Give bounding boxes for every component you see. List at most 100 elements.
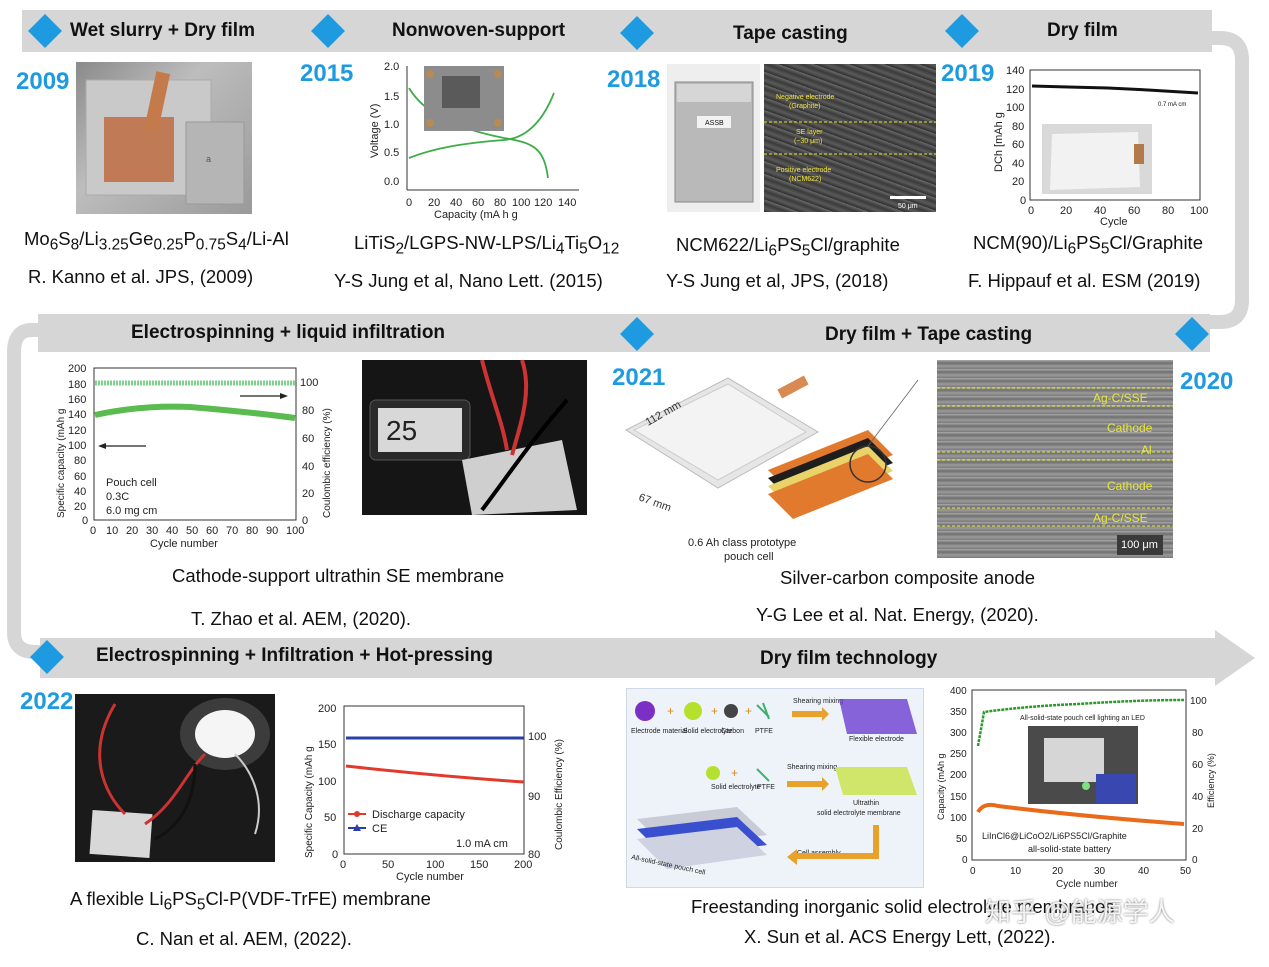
svg-text:+: + xyxy=(745,704,752,718)
tick-label: 60 xyxy=(1192,760,1204,771)
tick-label: 150 xyxy=(950,792,967,803)
legend-text: Pouch cell xyxy=(106,477,157,489)
material-label: Solid electrolyte xyxy=(711,784,761,791)
axis-label: Coulombic Efficiency (%) xyxy=(554,739,565,850)
process-label: Ultrathin xyxy=(853,800,879,807)
tick-label: 2.0 xyxy=(384,61,399,73)
tick-label: 10 xyxy=(1010,866,1022,877)
timeline-connector-left xyxy=(7,323,50,659)
layer-label: SE layer xyxy=(796,129,823,136)
axis-label: Efficiency (%) xyxy=(1206,753,1216,808)
band-title: Nonwoven-support xyxy=(392,20,566,41)
tick-label: 100 xyxy=(300,377,318,389)
tick-label: 30 xyxy=(1094,866,1106,877)
caption: NCM(90)/Li6PS5Cl/Graphite xyxy=(973,232,1203,258)
tick-label: 150 xyxy=(318,739,336,751)
year-label: 2019 xyxy=(941,60,995,87)
tick-label: 20 xyxy=(302,488,314,500)
tick-label: 40 xyxy=(1012,158,1024,170)
layer-label: (Graphite) xyxy=(789,103,821,110)
tick-label: 30 xyxy=(146,525,158,537)
reference: F. Hippauf et al. ESM (2019) xyxy=(968,270,1201,291)
axis-label: Specific capacity (mAh g xyxy=(56,409,67,519)
legend-text: 0.3C xyxy=(106,491,129,503)
timeline-arrowhead xyxy=(1215,630,1255,686)
tick-label: 80 xyxy=(1162,205,1174,217)
tick-label: 0 xyxy=(302,515,308,527)
timeline-connector-right xyxy=(1190,31,1249,329)
axis-label: DCh [mAh g xyxy=(993,112,1005,172)
material-label: Solid electrolyte xyxy=(683,728,733,735)
svg-text:+: + xyxy=(711,704,718,718)
tick-label: 0 xyxy=(1192,855,1198,866)
caption: Freestanding inorganic solid electrolyte… xyxy=(691,896,1115,917)
tick-label: 140 xyxy=(1006,65,1024,77)
tick-label: 40 xyxy=(1138,866,1150,877)
axis-label: Cycle xyxy=(1100,216,1128,228)
process-label: Flexible electrode xyxy=(849,736,904,743)
tick-label: 0 xyxy=(962,855,968,866)
rate-label: 1.0 mA cm xyxy=(456,838,508,850)
dimension-label: 67 mm xyxy=(637,492,673,515)
scale-bar: 50 μm xyxy=(898,203,918,210)
reference: Y-S Jung et al, JPS, (2018) xyxy=(666,270,889,291)
tick-label: 60 xyxy=(302,433,314,445)
reference: Y-G Lee et al. Nat. Energy, (2020). xyxy=(756,604,1039,625)
material-label: PTFE xyxy=(757,784,775,791)
tick-label: 0 xyxy=(340,859,346,871)
legend-text: Discharge capacity xyxy=(372,809,465,821)
year-label: 2022 xyxy=(20,688,74,715)
chart-2015-voltage: 2.0 1.5 1.0 0.5 0.0 0 20 40 60 80 100 12… xyxy=(369,61,579,221)
reference: T. Zhao et al. AEM, (2020). xyxy=(191,608,412,629)
chart-2022-led-battery: 400 350 300 250 200 150 100 50 0 100 80 … xyxy=(936,686,1216,890)
layer-label: Negative electrode xyxy=(776,94,834,101)
year-label: 2021 xyxy=(612,364,666,391)
timeline-band-row1 xyxy=(22,10,1212,52)
band-title: Wet slurry + Dry film xyxy=(70,20,255,41)
timeline-band-row3 xyxy=(40,638,1220,678)
tick-label: 10 xyxy=(106,525,118,537)
tick-label: 120 xyxy=(534,197,552,209)
band-title: Dry film technology xyxy=(760,648,938,669)
layer-label: (NCM622) xyxy=(789,176,821,183)
tick-label: 20 xyxy=(74,501,86,513)
tick-label: 100 xyxy=(512,197,530,209)
tick-label: 50 xyxy=(382,859,394,871)
photo-2018-sem: Negative electrode (Graphite) SE layer (… xyxy=(764,64,936,212)
diagram-2022-dry-film-process: + + + Electrode material Solid electroly… xyxy=(626,688,924,888)
layer-label: Cathode xyxy=(1107,421,1153,435)
tick-label: 50 xyxy=(1180,866,1192,877)
tick-label: 120 xyxy=(68,425,86,437)
reference: Y-S Jung et al, Nano Lett. (2015) xyxy=(334,270,603,291)
svg-text:a: a xyxy=(206,154,211,164)
tick-label: 1.0 xyxy=(384,119,399,131)
figure-caption: pouch cell xyxy=(724,551,774,563)
tick-label: 80 xyxy=(494,197,506,209)
layer-label: Positive electrode xyxy=(776,167,831,174)
process-label: solid electrolyte membrane xyxy=(817,810,901,817)
tick-label: 80 xyxy=(74,455,86,467)
tick-label: 0.5 xyxy=(384,147,399,159)
tick-label: 50 xyxy=(186,525,198,537)
tick-label: 50 xyxy=(324,812,336,824)
tick-label: 40 xyxy=(1192,792,1204,803)
year-label: 2020 xyxy=(1180,368,1234,395)
tick-label: 40 xyxy=(302,461,314,473)
tick-label: 80 xyxy=(528,849,540,861)
tick-label: 60 xyxy=(1128,205,1140,217)
tick-label: 80 xyxy=(1192,728,1204,739)
tick-label: 100 xyxy=(426,859,444,871)
band-title: Electrospinning + Infiltration + Hot-pre… xyxy=(96,645,493,666)
tick-label: 160 xyxy=(68,394,86,406)
material-label: Electrode material xyxy=(631,728,688,735)
figure-caption: 0.6 Ah class prototype xyxy=(688,537,796,549)
tick-label: 200 xyxy=(68,363,86,375)
tick-label: 100 xyxy=(1006,102,1024,114)
tick-label: 40 xyxy=(166,525,178,537)
band-title: Dry film xyxy=(1047,20,1118,41)
tick-label: 100 xyxy=(318,776,336,788)
caption: Mo6S8/Li3.25Ge0.25P0.75S4/Li-Al xyxy=(24,228,289,254)
svg-text:+: + xyxy=(667,704,674,718)
tick-label: 100 xyxy=(950,813,967,824)
watermark: 知乎 @能源学人 xyxy=(985,897,1175,927)
